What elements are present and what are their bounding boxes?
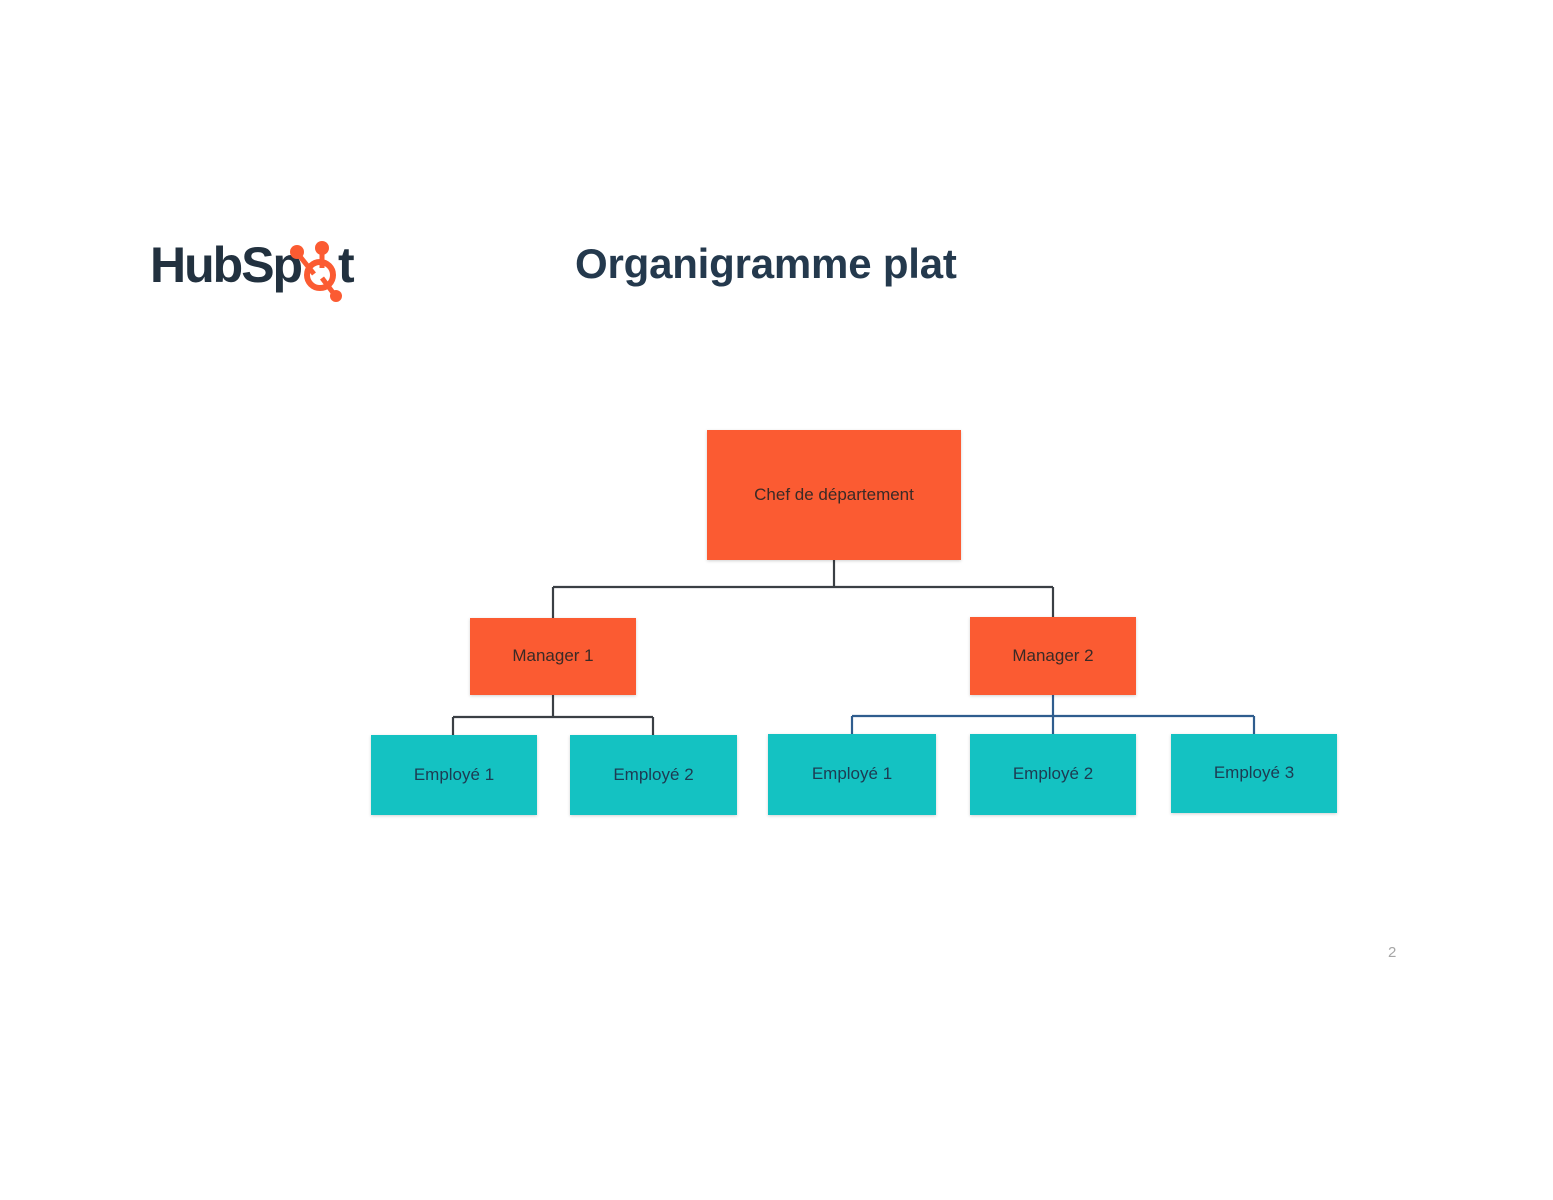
- node-manager-1[interactable]: Manager 1: [470, 618, 636, 695]
- node-label: Manager 2: [1012, 645, 1094, 665]
- node-label: Manager 1: [512, 646, 594, 666]
- hubspot-logo: HubSp t: [150, 234, 390, 304]
- page-title: Organigramme plat: [575, 240, 957, 287]
- node-employee-1-1[interactable]: Employé 1: [371, 735, 537, 815]
- node-label: Employé 2: [613, 764, 694, 784]
- svg-text:t: t: [338, 237, 355, 293]
- node-chef-de-departement[interactable]: Chef de département: [707, 430, 961, 560]
- sprocket-icon: [290, 241, 342, 302]
- node-employee-2-3[interactable]: Employé 3: [1171, 734, 1337, 813]
- node-label: Employé 3: [1213, 763, 1295, 783]
- node-label: Employé 1: [413, 764, 495, 784]
- node-label: Employé 1: [811, 764, 893, 784]
- edges-root-to-managers: [551, 560, 1055, 618]
- node-manager-2[interactable]: Manager 2: [970, 617, 1136, 695]
- node-employee-2-1[interactable]: Employé 1: [768, 734, 936, 815]
- node-label: Chef de département: [754, 485, 914, 504]
- svg-text:HubSp: HubSp: [150, 237, 302, 293]
- node-employee-1-2[interactable]: Employé 2: [570, 735, 737, 815]
- edges-manager2-to-employees: [850, 695, 1256, 734]
- node-employee-2-2[interactable]: Employé 2: [970, 734, 1136, 815]
- node-label: Employé 2: [1012, 764, 1094, 784]
- page-number: 2: [1388, 944, 1397, 961]
- edges-manager1-to-employees: [451, 695, 655, 735]
